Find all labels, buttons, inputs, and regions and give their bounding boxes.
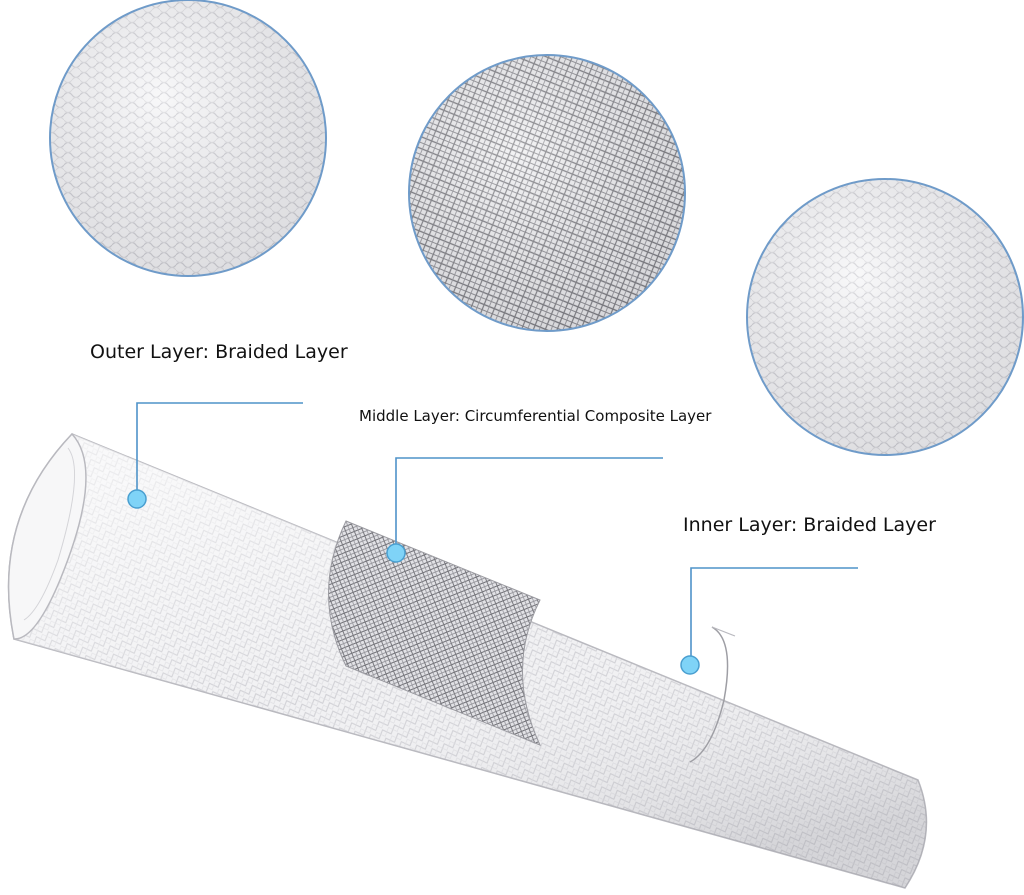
inner-layer-label: Inner Layer: Braided Layer bbox=[683, 514, 936, 536]
outer-braid-magnifier bbox=[49, 0, 327, 277]
outer-layer-marker bbox=[127, 489, 147, 509]
tube-opening bbox=[7, 432, 87, 640]
middle-callout bbox=[386, 457, 663, 563]
composite-tube bbox=[7, 432, 928, 889]
inner-layer-edge bbox=[689, 626, 729, 763]
outer-layer-label: Outer Layer: Braided Layer bbox=[90, 341, 348, 363]
middle-layer-label: Middle Layer: Circumferential Composite … bbox=[359, 407, 712, 425]
outer-callout bbox=[127, 402, 303, 509]
inner-layer-marker bbox=[680, 655, 700, 675]
middle-layer-marker bbox=[386, 543, 406, 563]
middle-mesh-magnifier bbox=[408, 54, 686, 332]
inner-braid-magnifier bbox=[746, 178, 1024, 456]
inner-callout bbox=[680, 567, 858, 675]
